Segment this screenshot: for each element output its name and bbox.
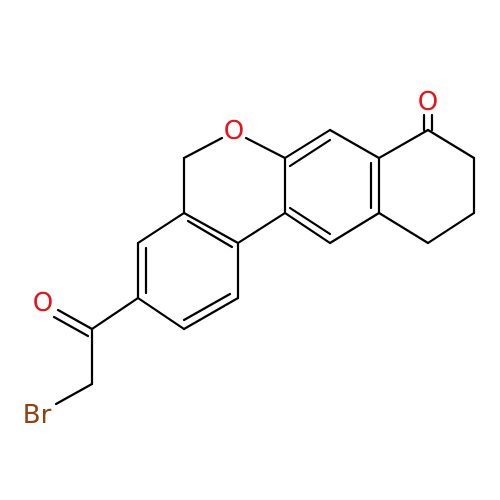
- bond: [236, 211, 287, 245]
- bond: [288, 138, 332, 168]
- bond: [182, 136, 224, 160]
- bond: [328, 128, 381, 160]
- bond: [426, 128, 476, 160]
- bond: [328, 211, 381, 245]
- bromine-label: Br: [23, 400, 52, 430]
- oxygen-acyl-label: O: [33, 288, 53, 318]
- bond: [283, 128, 332, 160]
- bond: [186, 219, 234, 249]
- bond: [136, 211, 186, 245]
- bond: [54, 382, 94, 406]
- bond: [56, 308, 94, 331]
- bond: [426, 211, 476, 245]
- bond: [182, 296, 240, 331]
- bond: [288, 206, 332, 236]
- bond: [182, 211, 240, 245]
- bond: [244, 136, 287, 160]
- atom-labels: O O O Br: [23, 87, 439, 430]
- bond: [283, 211, 332, 245]
- bond: [90, 296, 140, 331]
- bonds: [52, 113, 476, 406]
- bond: [52, 315, 90, 338]
- oxygen-ketone-label: O: [418, 87, 438, 117]
- bond: [182, 292, 232, 322]
- bond: [377, 128, 430, 160]
- oxygen-ring-label: O: [224, 116, 244, 146]
- bond: [377, 211, 430, 245]
- bond: [136, 296, 186, 331]
